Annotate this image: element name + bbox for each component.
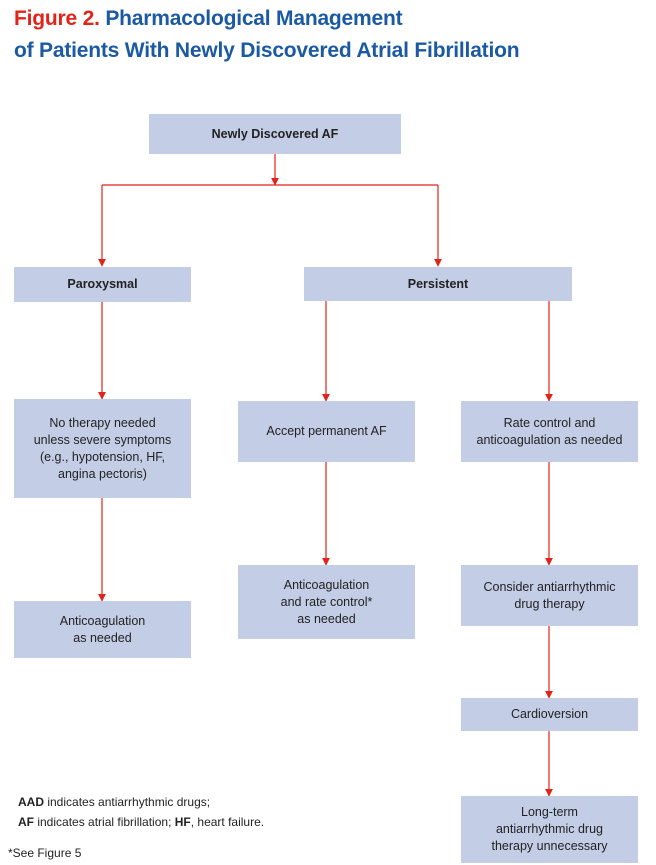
footnote-line-2: AF indicates atrial fibrillation; HF, he… [18, 814, 264, 831]
figure-label: Figure 2. [14, 7, 100, 30]
node-accept-permanent-af: Accept permanent AF [238, 401, 415, 462]
footnote-hf-abbr: HF [174, 815, 191, 829]
node-no-therapy-needed: No therapy needed unless severe symptoms… [14, 399, 191, 498]
footnote-hf-text: , heart failure. [190, 815, 265, 829]
node-consider-antiarrhythmic: Consider antiarrhythmic drug therapy [461, 565, 638, 626]
figure-title-line-1: Figure 2. Pharmacological Management [14, 3, 644, 35]
figure-title-text-1: Pharmacological Management [105, 7, 403, 30]
node-newly-discovered-af: Newly Discovered AF [149, 114, 401, 154]
node-cardioversion: Cardioversion [461, 698, 638, 731]
figure-title: Figure 2. Pharmacological Management of … [14, 3, 644, 67]
node-anticoagulation-rate-control: Anticoagulation and rate control* as nee… [238, 565, 415, 639]
node-long-term-therapy-unnecessary: Long-term antiarrhythmic drug therapy un… [461, 796, 638, 863]
footnote-abbreviations: AAD indicates antiarrhythmic drugs; AF i… [18, 794, 264, 831]
footnote-aad-text: indicates antiarrhythmic drugs; [44, 795, 211, 809]
node-rate-control-anticoagulation: Rate control and anticoagulation as need… [461, 401, 638, 462]
node-anticoagulation-as-needed: Anticoagulation as needed [14, 601, 191, 658]
footnote-see-figure: *See Figure 5 [8, 846, 82, 860]
node-paroxysmal: Paroxysmal [14, 267, 191, 302]
footnote-af-abbr: AF [18, 815, 34, 829]
footnote-aad-abbr: AAD [18, 795, 44, 809]
footnote-line-1: AAD indicates antiarrhythmic drugs; [18, 794, 264, 811]
node-persistent: Persistent [304, 267, 572, 301]
figure-title-text-2: of Patients With Newly Discovered Atrial… [14, 39, 520, 62]
footnote-af-text: indicates atrial fibrillation; [34, 815, 175, 829]
